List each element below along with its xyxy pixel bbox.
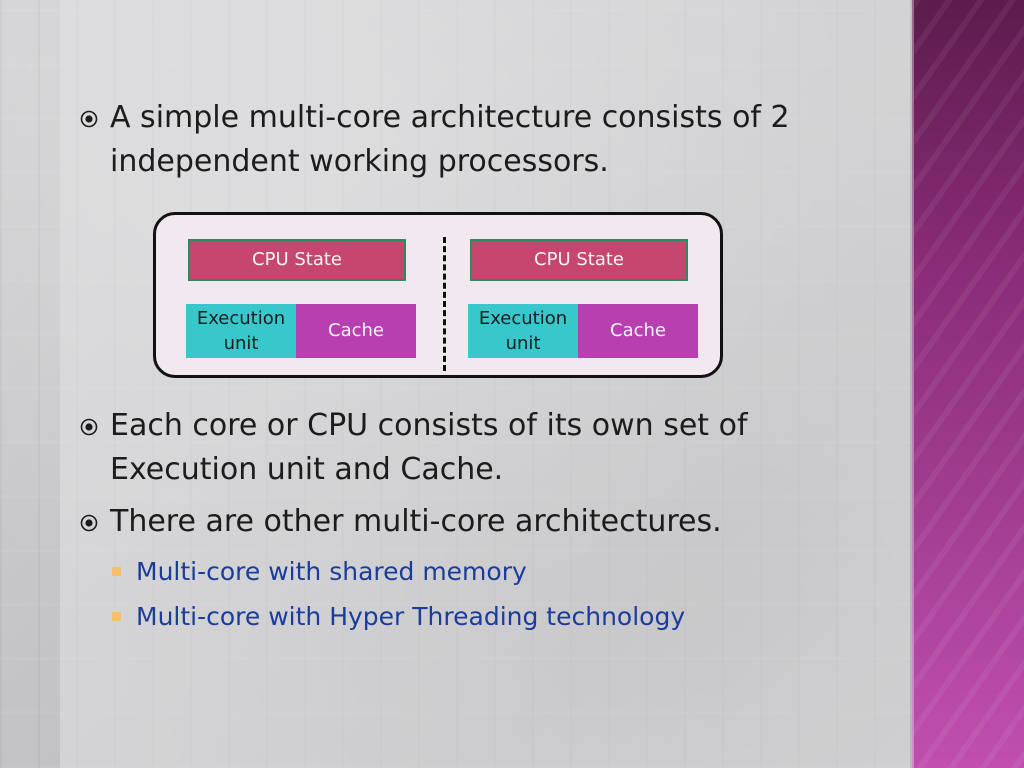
circle-dot-icon (80, 418, 98, 436)
core-1-cpu-state: CPU State (188, 239, 406, 281)
circle-dot-icon (80, 514, 98, 532)
circle-dot-icon (80, 110, 98, 128)
square-icon (112, 567, 121, 576)
core-2-execution-unit: Execution unit (468, 304, 578, 358)
core-divider (443, 237, 446, 371)
core-2-cpu-state: CPU State (470, 239, 688, 281)
core-2-cache: Cache (578, 304, 698, 358)
core-1-execution-unit: Execution unit (186, 304, 296, 358)
square-icon (112, 612, 121, 621)
sub-bullet-text: Multi-core with Hyper Threading technolo… (136, 602, 686, 631)
bullet-text: There are other multi-core architectures… (110, 504, 722, 539)
bullet-text: A simple multi-core architecture consist… (110, 100, 790, 179)
sub-bullet-text: Multi-core with shared memory (136, 557, 527, 586)
bullet-text: Each core or CPU consists of its own set… (110, 408, 748, 487)
decorative-side-bar (912, 0, 1024, 768)
multi-core-diagram: CPU State Execution unit Cache CPU State… (153, 212, 723, 378)
core-1-cache: Cache (296, 304, 416, 358)
content-panel (60, 0, 910, 768)
